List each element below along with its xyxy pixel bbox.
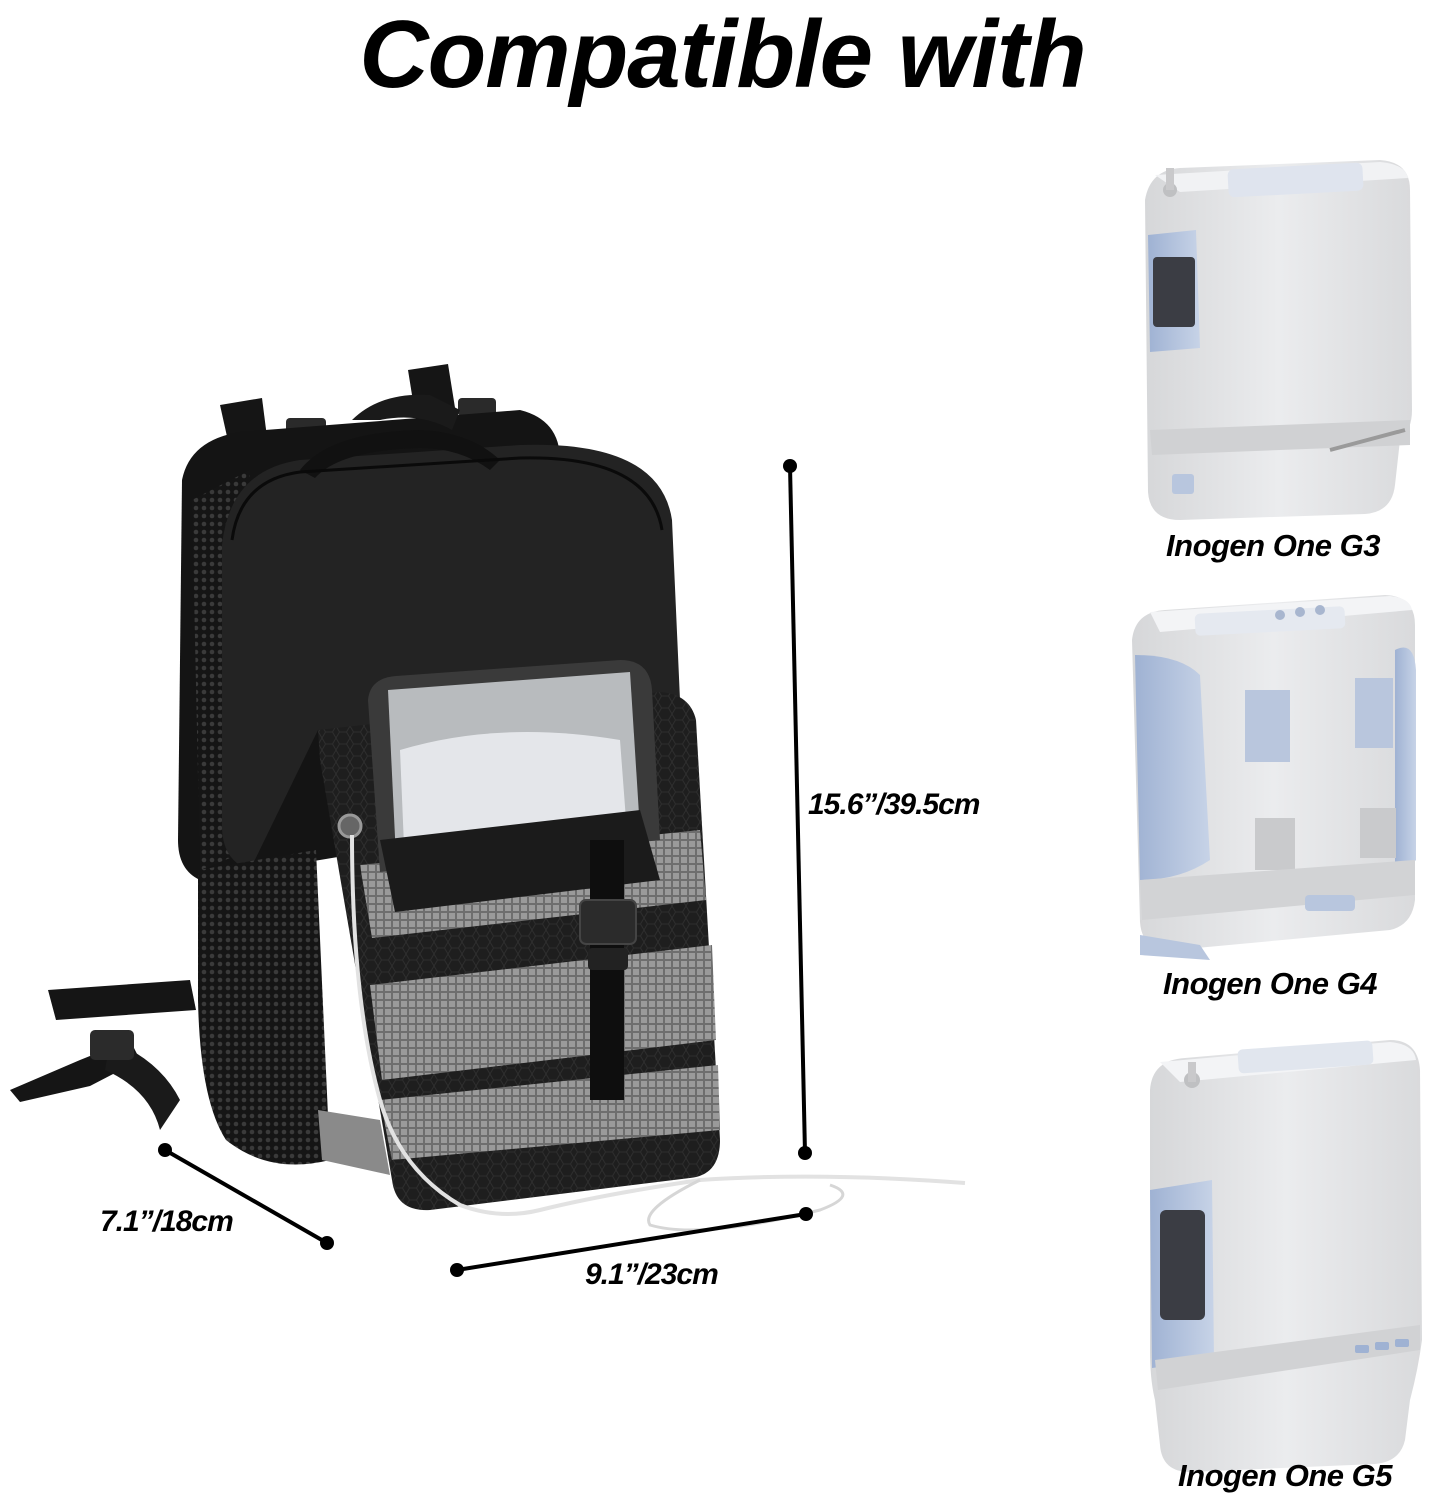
dimension-width	[450, 1207, 813, 1277]
height-dimension-label: 15.6”/39.5cm	[808, 788, 980, 821]
hip-belt	[48, 980, 196, 1020]
g5-window	[1160, 1210, 1205, 1320]
backpack-top-compartment	[221, 444, 680, 870]
g3-window	[1153, 257, 1195, 327]
inogen-one-g4-image	[1132, 595, 1416, 960]
depth-dimension-label: 7.1”/18cm	[100, 1205, 234, 1238]
device-label-g3: Inogen One G3	[1166, 528, 1380, 563]
g4-vent-bottom-right	[1360, 808, 1396, 858]
g4-vent-bottom-left	[1255, 818, 1295, 870]
page-title: Compatible with	[359, 1, 1086, 108]
side-mesh-pocket	[198, 850, 330, 1165]
g4-vent-top-right	[1355, 678, 1393, 748]
dimension-height	[783, 459, 812, 1160]
dimension-depth	[158, 1143, 334, 1250]
inogen-one-g3-image	[1145, 160, 1412, 520]
inogen-one-g5-image	[1150, 1040, 1422, 1472]
width-dimension-label: 9.1”/23cm	[585, 1258, 719, 1291]
buckle	[579, 899, 637, 945]
device-label-g4: Inogen One G4	[1163, 966, 1377, 1001]
device-label-g5: Inogen One G5	[1178, 1458, 1392, 1493]
g4-vent-top-left	[1245, 690, 1290, 762]
backpack-image	[10, 364, 966, 1232]
